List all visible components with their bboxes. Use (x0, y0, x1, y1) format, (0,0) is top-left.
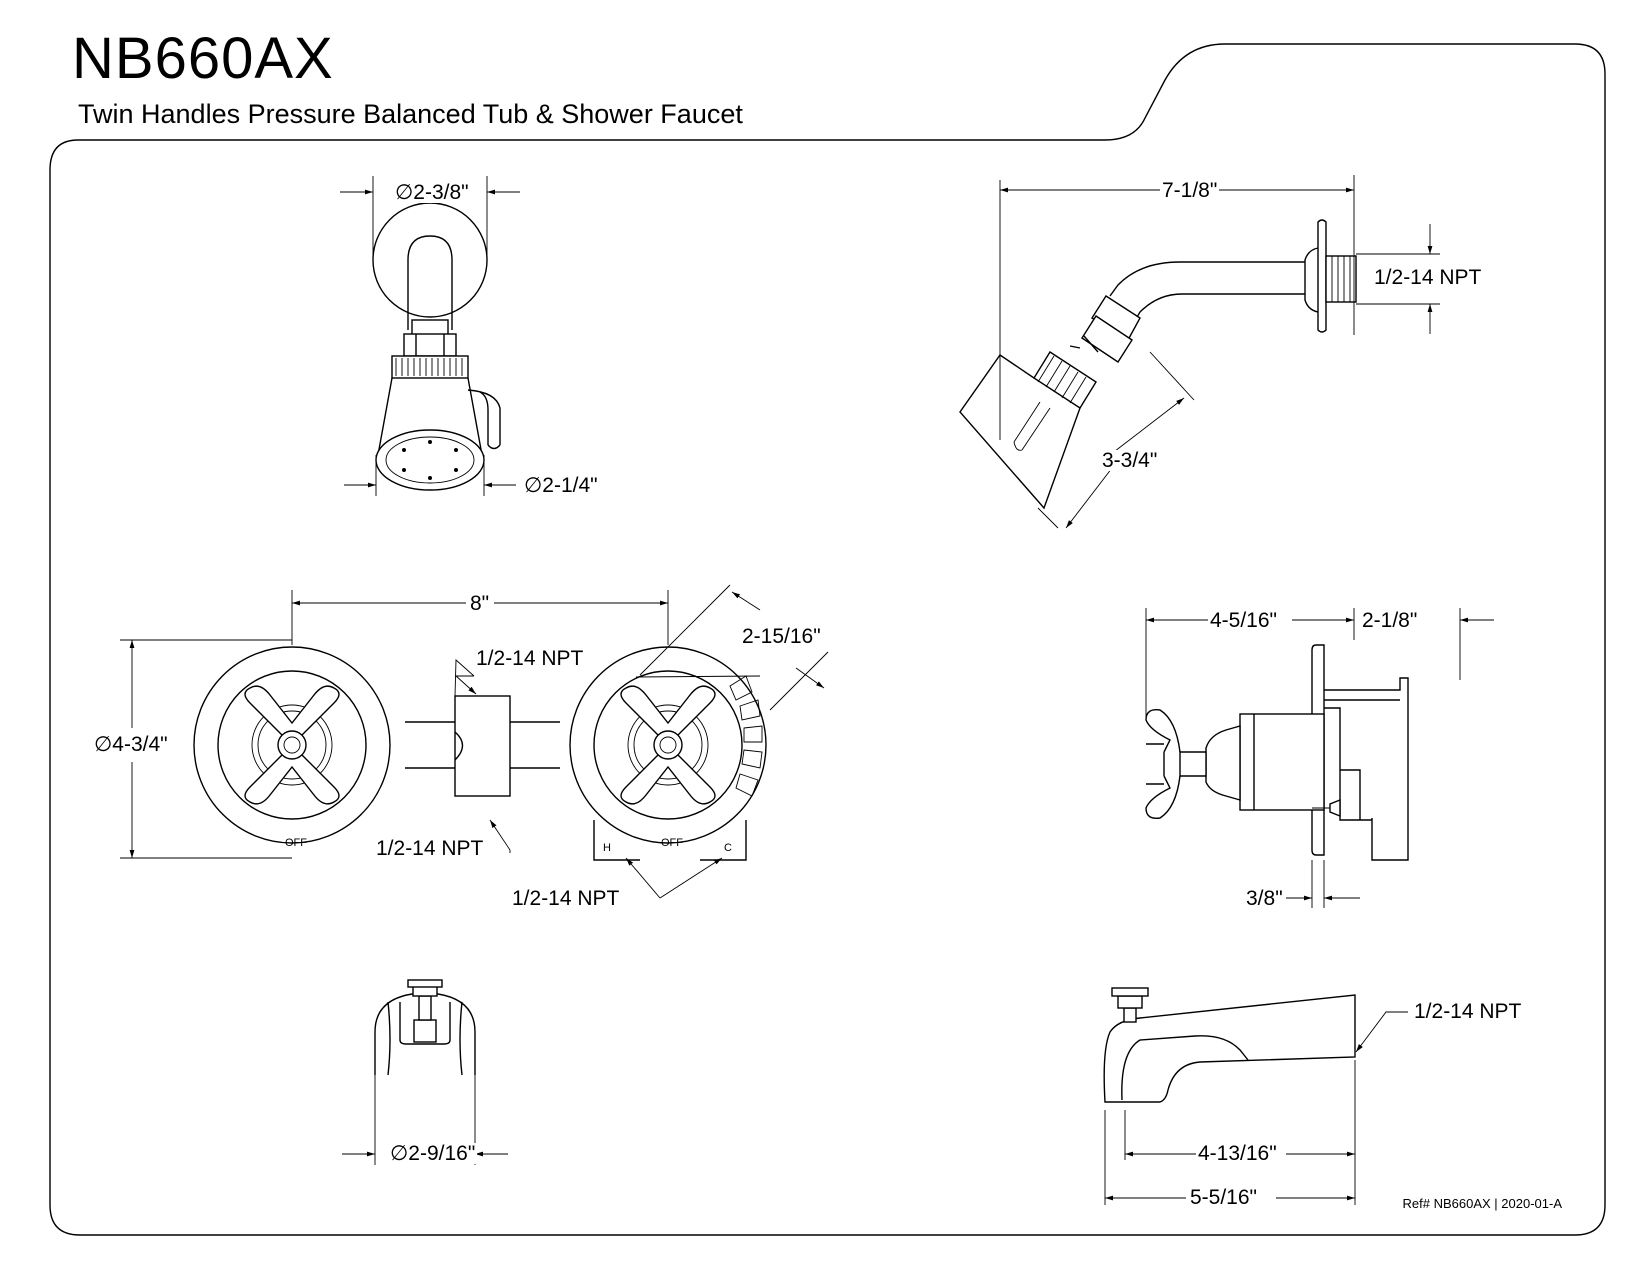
dim-shower-arm-npt: 1/2-14 NPT (1372, 266, 1484, 289)
product-subtitle: Twin Handles Pressure Balanced Tub & Sho… (78, 99, 743, 129)
dim-valve-npt-top: 1/2-14 NPT (474, 647, 586, 670)
off-label-left: OFF (285, 837, 307, 849)
spout-front-view (342, 979, 508, 1165)
dim-spout-npt: 1/2-14 NPT (1412, 1000, 1524, 1023)
model-code: NB660AX (72, 26, 334, 91)
dim-escutcheon-diameter: ∅4-3/4" (92, 733, 170, 756)
dim-showerhead-face: ∅2-1/4" (522, 474, 600, 497)
dim-valve-npt-inlets: 1/2-14 NPT (510, 887, 622, 910)
dim-showerhead-flange: ∅2-3/8" (393, 181, 471, 204)
cold-label: C (724, 842, 732, 854)
dim-valve-rough: 2-1/8" (1360, 609, 1420, 632)
dim-valve-npt-bottom: 1/2-14 NPT (374, 837, 486, 860)
valve-side-view (1145, 608, 1494, 908)
dim-shower-arm-length: 7-1/8" (1160, 179, 1220, 202)
showerhead-side-view (959, 175, 1440, 529)
hot-label: H (603, 842, 611, 854)
dim-spout-width: ∅2-9/16" (388, 1142, 478, 1165)
off-label-right: OFF (661, 837, 683, 849)
showerhead-front-view (340, 176, 520, 496)
dim-showerhead-depth: 3-3/4" (1100, 449, 1160, 472)
spout-side-view (1103, 987, 1408, 1205)
dim-valve-plate: 3/8" (1244, 887, 1285, 910)
dim-handle-span: 2-15/16" (740, 625, 823, 648)
dim-valve-centers: 8" (468, 592, 492, 615)
valve-front-view (120, 584, 829, 899)
sheet-border (49, 43, 1606, 1236)
reference-number: Ref# NB660AX | 2020-01-A (1402, 1196, 1562, 1211)
dim-spout-length: 5-5/16" (1188, 1186, 1259, 1209)
dim-spout-reach: 4-13/16" (1196, 1142, 1279, 1165)
dim-valve-depth: 4-5/16" (1208, 609, 1279, 632)
